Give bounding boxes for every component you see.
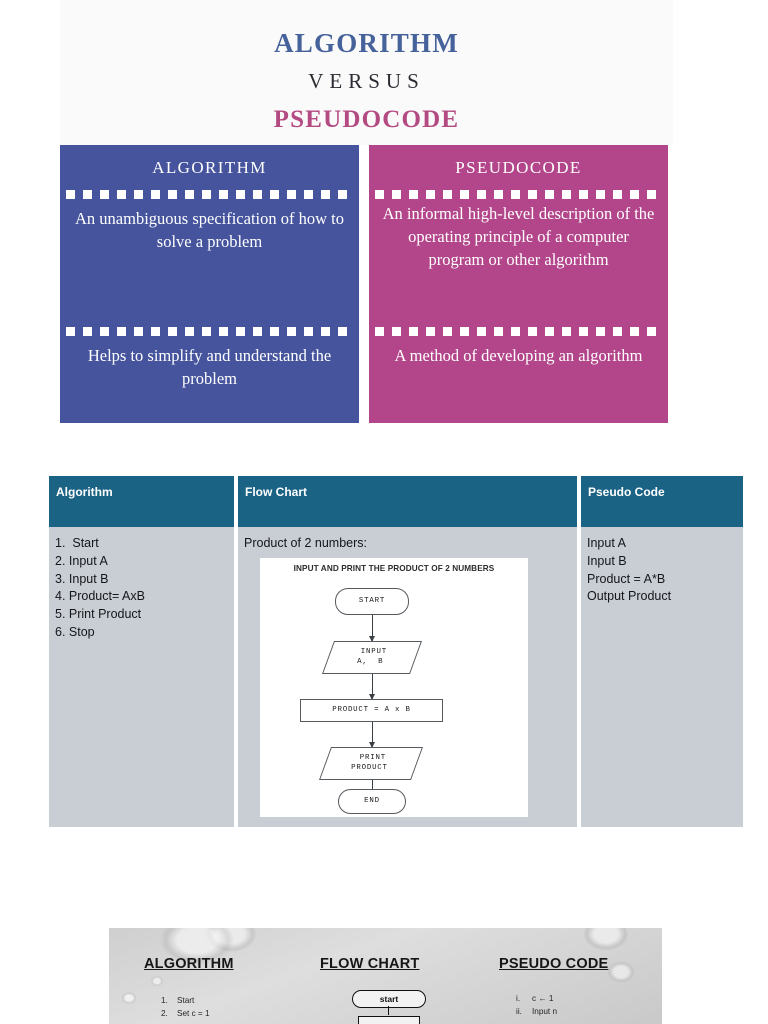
pseudo-code-line: Input B (587, 553, 627, 568)
algorithm-panel-heading: ALGORITHM (152, 157, 267, 177)
table-header-pseudo-code: Pseudo Code (581, 476, 743, 527)
bottom-slide-algorithm-steps: 1.Start 2.Set c = 1 (161, 994, 210, 1021)
infographic-title-versus: VERSUS (308, 69, 425, 93)
pseudo-code-line: Output Product (587, 589, 672, 604)
pseudocode-panel: PSEUDOCODE An informal high-level descri… (369, 145, 668, 423)
table-column-algorithm: Algorithm 1. Start 2. Input A 3. Input B 4.… (49, 476, 234, 827)
table-column-flow-chart: Flow Chart Product of 2 numbers: INPUT A… (238, 476, 577, 827)
table-cell-flow-chart: Product of 2 numbers: INPUT AND PRINT TH… (238, 527, 577, 827)
infographic-title-algorithm: ALGORITHM (274, 28, 459, 58)
bottom-slide-algorithm-step: 1.Start (161, 996, 195, 1005)
pseudo-code-line: Product = A*B (587, 571, 666, 586)
algorithm-step: 5. Print Product (55, 607, 142, 621)
infographic-title-block: ALGORITHM VERSUS PSEUDOCODE (60, 0, 673, 145)
bottom-slide-algorithm-step: 2.Set c = 1 (161, 1009, 210, 1019)
algorithm-step: 2. Input A (55, 553, 108, 568)
algorithm-vs-pseudocode-infographic: ALGORITHM VERSUS PSEUDOCODE ALGORITHM An… (60, 0, 673, 423)
algorithm-purpose-text: Helps to simplify and understand the pro… (87, 346, 332, 388)
algorithm-step: 1. Start (55, 536, 99, 550)
flow-chart-diagram-title: INPUT AND PRINT THE PRODUCT OF 2 NUMBERS (293, 563, 495, 573)
dashed-divider-top-algorithm (66, 190, 353, 199)
pseudo-code-line: Input A (587, 536, 626, 550)
flow-arrow-start-to-input (369, 614, 375, 642)
infographic-title-pseudocode: PSEUDOCODE (273, 106, 460, 133)
algorithm-panel: ALGORITHM An unambiguous specification o… (60, 145, 359, 423)
table-cell-algorithm-steps: 1. Start 2. Input A 3. Input B 4. Product= … (49, 527, 234, 827)
bottom-slide-pseudo-code-line: i.c ← 1 (516, 994, 554, 1003)
dashed-divider-mid-algorithm (66, 327, 353, 336)
bottom-slide-title-flow-chart: FLOW CHART (320, 956, 420, 972)
pseudocode-purpose-text: A method of developing an algorithm (394, 346, 643, 365)
bottom-slide-pseudo-code-lines: i.c ← 1 ii.Input n (516, 992, 557, 1019)
dashed-divider-mid-pseudocode (375, 327, 662, 336)
table-column-pseudo-code: Pseudo Code Input A Input B Product = A*B O… (581, 476, 743, 827)
bottom-slide-flow-node-process (358, 1016, 420, 1024)
bottom-slide-image: ALGORITHM FLOW CHART PSEUDO CODE 1.Start… (109, 928, 662, 1024)
table-header-flow-chart: Flow Chart (238, 476, 577, 527)
flow-node-start: START (335, 587, 409, 615)
flow-chart-caption: Product of 2 numbers: (244, 536, 367, 550)
algorithm-step: 4. Product= AxB (55, 589, 145, 604)
flow-arrow-product-to-print (369, 721, 375, 748)
bottom-slide-title-pseudo-code: PSEUDO CODE (499, 956, 609, 972)
algorithm-definition-text: An unambiguous specification of how to s… (75, 209, 344, 251)
bottom-slide-pseudo-code-line: ii.Input n (516, 1007, 558, 1017)
table-header-algorithm: Algorithm (49, 476, 234, 527)
bottom-slide-title-algorithm: ALGORITHM (144, 956, 234, 972)
algorithm-step: 3. Input B (55, 571, 109, 586)
flow-node-product: PRODUCT = A x B (300, 698, 443, 722)
pseudocode-panel-heading: PSEUDOCODE (455, 157, 582, 177)
table-cell-pseudo-code: Input A Input B Product = A*B Output Produc… (581, 527, 743, 827)
bottom-slide-flow-arrow (388, 1006, 390, 1015)
flow-chart-diagram: INPUT AND PRINT THE PRODUCT OF 2 NUMBERS… (260, 557, 528, 817)
pseudocode-definition-text: An informal high-level description of th… (382, 204, 655, 269)
flow-node-end: END (338, 788, 406, 814)
algorithm-step: 6. Stop (55, 624, 95, 639)
comparison-table: Algorithm 1. Start 2. Input A 3. Input B 4.… (49, 476, 743, 827)
flow-arrow-input-to-product (369, 673, 375, 700)
dashed-divider-top-pseudocode (375, 190, 662, 199)
